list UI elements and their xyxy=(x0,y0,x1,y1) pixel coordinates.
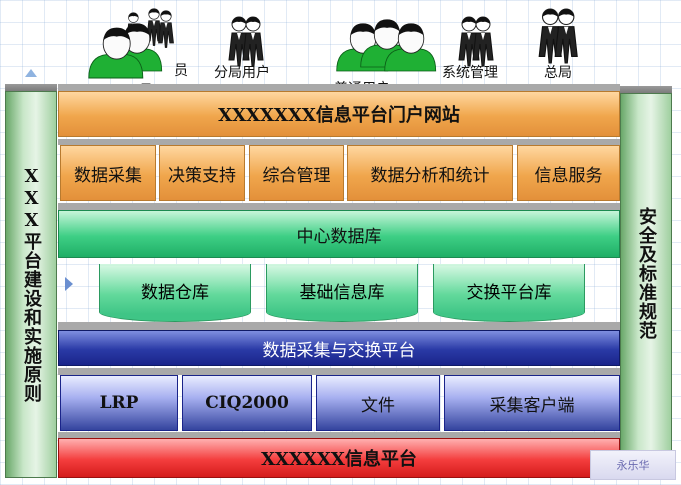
app-decision-support: 决策支持 xyxy=(159,145,245,201)
base-platform: XXXXXX信息平台 xyxy=(58,438,620,478)
watermark-logo: 永乐华 xyxy=(590,450,676,480)
user-icon-sysadmin-2 xyxy=(472,16,494,67)
cylinder-label-exchange-db: 交换平台库 xyxy=(434,266,584,314)
base-top-face xyxy=(58,432,620,438)
exchange-top-face xyxy=(58,322,620,330)
central-database: 中心数据库 xyxy=(58,210,620,258)
user-label-branch: 分局用户 xyxy=(214,65,270,81)
up-triangle-icon xyxy=(25,69,37,77)
app-information-service: 信息服务 xyxy=(517,145,620,201)
right-column-top-face xyxy=(620,86,672,94)
cylinder-data-warehouse: 数据仓库 xyxy=(99,258,251,322)
central-db-top-face xyxy=(58,203,620,210)
user-label-sysadmin: 系统管理 xyxy=(442,65,498,81)
cylinder-label-data-warehouse: 数据仓库 xyxy=(100,266,250,314)
right-triangle-icon xyxy=(65,277,73,291)
user-icon-hq-2 xyxy=(554,8,578,64)
app-data-collection: 数据采集 xyxy=(60,145,156,201)
left-column-principles: XXX平台建设和实施原则 xyxy=(5,91,57,478)
portal-top-face xyxy=(58,84,620,92)
cylinder-label-basic-info-db: 基础信息库 xyxy=(267,266,417,314)
source-collection-client: 采集客户端 xyxy=(444,375,620,431)
source-ciq2000: CIQ2000 xyxy=(182,375,312,431)
cylinder-exchange-db: 交换平台库 xyxy=(433,258,585,322)
user-label-hq: 总局 xyxy=(544,65,572,81)
source-lrp: LRP xyxy=(60,375,178,431)
cylinder-basic-info-db: 基础信息库 xyxy=(266,258,418,322)
source-file: 文件 xyxy=(316,375,440,431)
app-data-analysis: 数据分析和统计 xyxy=(347,145,513,201)
left-column-top-face xyxy=(5,84,57,92)
app-integrated-management: 综合管理 xyxy=(249,145,344,201)
user-icon-branch-2 xyxy=(242,16,264,67)
apps-top-face xyxy=(58,139,620,145)
user-label-member-b: 员 xyxy=(174,63,188,79)
portal-layer: XXXXXXX信息平台门户网站 xyxy=(58,91,620,137)
right-column-security-standards: 安全及标准规范 xyxy=(620,93,672,454)
user-icon-member-3 xyxy=(158,10,174,48)
exchange-platform: 数据采集与交换平台 xyxy=(58,330,620,366)
sources-top-face xyxy=(58,368,620,375)
